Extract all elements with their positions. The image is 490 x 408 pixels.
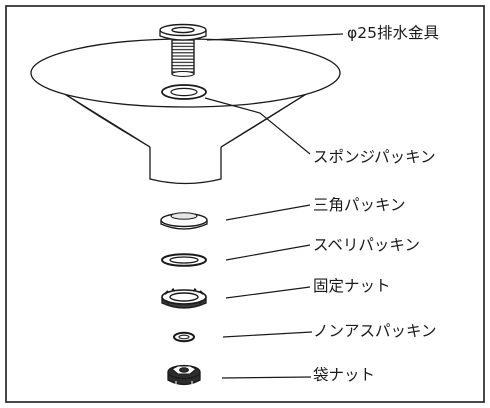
fixing-nut-drawing xyxy=(161,288,207,309)
leader-line-fixing-nut xyxy=(225,286,311,299)
leader-line-drain-fitting xyxy=(206,33,344,41)
leader-line-sponge-packing xyxy=(204,97,311,155)
label-cap-nut: 袋ナット xyxy=(313,366,376,384)
label-drain-fitting: φ25排水金具 xyxy=(347,24,439,42)
label-sponge-packing: スポンジパッキン xyxy=(313,148,436,166)
leader-line-non-asbestos-packing xyxy=(222,331,313,338)
slip-packing-drawing xyxy=(161,253,207,267)
leader-line-triangle-packing xyxy=(225,204,311,221)
label-triangle-packing: 三角パッキン xyxy=(313,196,406,214)
label-fixing-nut: 固定ナット xyxy=(313,277,391,295)
drain-fitting-drawing xyxy=(159,23,207,78)
triangle-packing-drawing xyxy=(160,212,208,230)
leader-line-cap-nut xyxy=(221,376,312,379)
label-non-asbestos-packing: ノンアスパッキン xyxy=(313,322,437,340)
diagram-frame xyxy=(5,5,485,403)
sponge-packing-drawing xyxy=(161,84,207,100)
leader-line-slip-packing xyxy=(225,244,311,261)
label-slip-packing: スベリパッキン xyxy=(313,236,420,254)
cap-nut-drawing xyxy=(167,364,201,386)
non-asbestos-packing-drawing xyxy=(173,331,195,343)
